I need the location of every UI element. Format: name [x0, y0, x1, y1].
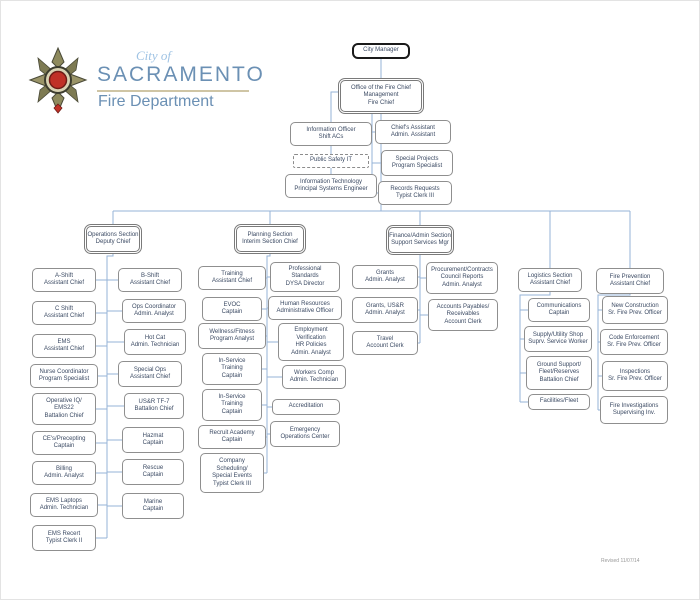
logo-city-name: SACRAMENTO: [97, 63, 265, 86]
logo-divider: [97, 90, 249, 92]
org-node-public-safety-it: Public Safety IT: [293, 154, 369, 168]
revision-note: Revised 11/07/14: [601, 558, 640, 564]
org-node-facilities-fleet: Facilities/Fleet: [528, 394, 590, 410]
org-node-city-manager: City Manager: [352, 43, 410, 59]
logo-department-name: Fire Department: [98, 93, 214, 110]
logo-city-of: City of: [136, 48, 172, 63]
fire-dept-crest-icon: [28, 46, 88, 114]
org-node-accreditation: Accreditation: [272, 399, 340, 415]
